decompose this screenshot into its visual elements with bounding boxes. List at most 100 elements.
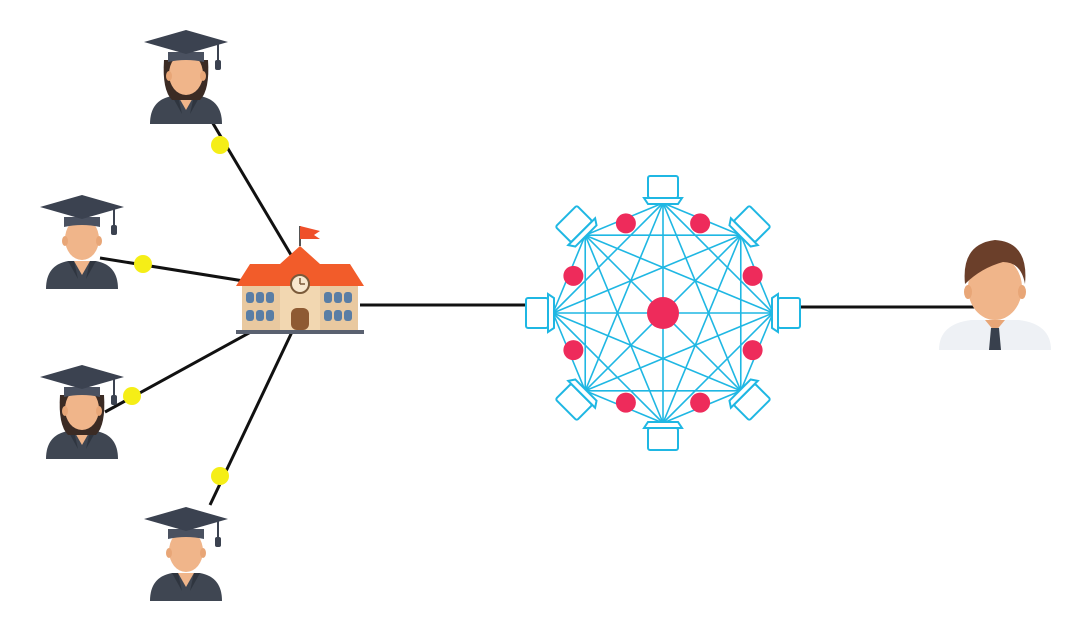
network-node [742, 340, 763, 361]
school-window [246, 310, 254, 321]
computer-base [566, 378, 598, 410]
school-window [256, 310, 264, 321]
network-link [584, 312, 774, 392]
network-link [584, 234, 664, 424]
school-window [324, 310, 332, 321]
link-dot [211, 136, 229, 154]
computer-icon [728, 205, 771, 248]
school-window [334, 292, 342, 303]
employer-hair [964, 240, 1026, 284]
school-window [344, 292, 352, 303]
collar-left [68, 261, 78, 279]
computer-base [728, 378, 760, 410]
ear-right [96, 406, 102, 416]
computer-base [728, 216, 760, 248]
tassel [215, 60, 221, 70]
network-node [563, 340, 584, 361]
network-link [552, 312, 742, 392]
neck-shape [74, 261, 90, 275]
school-building-icon [236, 226, 364, 334]
computer-screen [647, 427, 679, 451]
employer-ear-left [964, 285, 972, 299]
school-base [236, 330, 364, 334]
collar-right [86, 431, 96, 449]
cap-band [168, 529, 204, 539]
link-dots [123, 136, 229, 485]
network-node [742, 265, 763, 286]
computer-icon [642, 175, 684, 205]
tassel [215, 537, 221, 547]
cap-band [64, 387, 100, 397]
collar-right [86, 261, 96, 279]
cap-band [168, 52, 204, 62]
link-dot [123, 387, 141, 405]
computer-base [642, 421, 684, 429]
ear-left [62, 406, 68, 416]
blockchain-network-icon [525, 175, 801, 451]
computer-icon [728, 378, 771, 421]
computer-icon [642, 421, 684, 451]
ear-right [96, 236, 102, 246]
face-shape [169, 53, 203, 95]
school-door [291, 308, 309, 330]
face-shape [169, 530, 203, 572]
computer-icon [555, 205, 598, 248]
computer-icon [525, 292, 555, 334]
employer-ear-right [1018, 285, 1026, 299]
school-window [344, 310, 352, 321]
school-window [266, 310, 274, 321]
tassel [111, 395, 117, 405]
face-shape [65, 218, 99, 260]
computer-icon [555, 378, 598, 421]
network-link [584, 234, 774, 314]
network-link [552, 312, 664, 424]
network-center-node [647, 297, 679, 329]
computer-base [771, 292, 779, 334]
graduate-male-icon [40, 195, 124, 289]
ear-right [200, 71, 206, 81]
collar-right [190, 573, 200, 591]
school-window [324, 292, 332, 303]
network-node [615, 392, 636, 413]
computer-screen [647, 175, 679, 199]
graduate-female-icon [40, 365, 124, 459]
collar-right [190, 96, 200, 114]
network-link [584, 202, 664, 392]
computer-screen [777, 297, 801, 329]
tassel [111, 225, 117, 235]
neck-shape [178, 573, 194, 587]
employer-face [968, 256, 1022, 320]
collar-left [68, 431, 78, 449]
network-node [563, 265, 584, 286]
link-dot [211, 467, 229, 485]
school-flag [300, 226, 320, 239]
collar-left [172, 573, 182, 591]
network-link [662, 202, 742, 392]
ear-left [166, 71, 172, 81]
connector-graduate-1 [203, 109, 302, 271]
network-node [615, 213, 636, 234]
computer-icon [771, 292, 801, 334]
network-node [690, 392, 711, 413]
mortarboard [144, 507, 228, 531]
school-window [334, 310, 342, 321]
network-link [552, 234, 742, 314]
collar-left [172, 96, 182, 114]
cap-band [64, 217, 100, 227]
face-shape [65, 388, 99, 430]
mortarboard [40, 365, 124, 389]
school-roof [236, 246, 364, 286]
ear-right [200, 548, 206, 558]
computer-base [566, 216, 598, 248]
graduate-male-icon [144, 507, 228, 601]
school-window [256, 292, 264, 303]
computer-screen [525, 297, 549, 329]
graduate-female-icon [144, 30, 228, 124]
employer-icon [939, 240, 1051, 350]
mortarboard [40, 195, 124, 219]
computer-base [642, 197, 684, 205]
mortarboard [144, 30, 228, 54]
link-dot [134, 255, 152, 273]
employer-neck [985, 320, 1005, 332]
